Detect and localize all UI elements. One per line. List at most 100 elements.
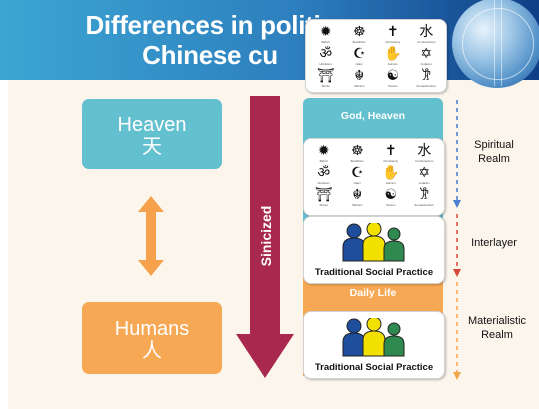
religion-symbol-icon: ॐ bbox=[319, 46, 333, 62]
religion-symbol-cell: ☬Sikhism bbox=[341, 187, 375, 209]
religion-symbol-cell: ☸Buddhism bbox=[341, 143, 375, 165]
spiritual-realm-label: Spiritual Realm bbox=[464, 138, 524, 166]
interlayer-label: Interlayer bbox=[462, 236, 526, 250]
materialistic-realm-label: Materialistic Realm bbox=[460, 314, 534, 342]
religion-symbol-cell: ✝Christianity bbox=[374, 143, 408, 165]
heaven-chinese: 天 bbox=[142, 136, 162, 158]
religion-symbol-icon: ✡ bbox=[420, 46, 433, 62]
religion-symbol-icon: ⛩ bbox=[314, 187, 333, 203]
religion-symbol-cell: ☯Taoism bbox=[374, 187, 408, 209]
tsp-label-2: Traditional Social Practice bbox=[314, 362, 434, 373]
religion-symbol-icon: ✹ bbox=[319, 24, 332, 40]
religion-symbol-label: Buddhism bbox=[350, 159, 364, 163]
religion-symbol-cell: ✹Baha'i bbox=[309, 24, 343, 46]
religion-symbol-label: Sikhism bbox=[351, 203, 363, 207]
interlayer-dashed-arrow bbox=[453, 214, 461, 277]
religion-symbol-label: Confucianism bbox=[417, 40, 436, 44]
religion-symbol-label: Hinduism bbox=[317, 181, 330, 185]
religion-symbol-cell: ⛩Shinto bbox=[309, 68, 343, 90]
religion-symbol-label: Jainism bbox=[387, 62, 398, 66]
religion-symbol-label: Hinduism bbox=[319, 62, 332, 66]
people-icon bbox=[342, 223, 405, 262]
religion-symbol-icon: 𐦂 bbox=[419, 187, 430, 203]
religion-symbol-label: Judaism bbox=[420, 62, 432, 66]
religion-symbol-label: Jainism bbox=[385, 181, 396, 185]
religion-symbol-icon: ✋ bbox=[384, 46, 402, 62]
religion-symbol-cell: ✋Jainism bbox=[374, 165, 408, 187]
slide-title-line2: Chinese cu bbox=[142, 40, 278, 70]
double-arrow-icon bbox=[138, 196, 164, 276]
religion-symbol-label: Taoism bbox=[385, 203, 396, 207]
religion-symbol-cell: ☸Buddhism bbox=[343, 24, 377, 46]
religion-symbol-icon: ✹ bbox=[317, 143, 330, 159]
religion-symbol-icon: 𐦂 bbox=[421, 68, 432, 84]
religion-symbol-icon: ✝ bbox=[384, 143, 397, 159]
religion-symbol-cell: ✡Judaism bbox=[408, 165, 442, 187]
religion-symbol-label: Christianity bbox=[383, 159, 399, 163]
religion-symbol-label: Sikhism bbox=[353, 84, 365, 88]
header-bar: Differences in politic Chinese cu bbox=[0, 0, 539, 88]
daily-life-label: Daily Life bbox=[349, 287, 397, 299]
religion-symbol-label: Shinto bbox=[319, 203, 328, 207]
religion-symbol-icon: ☸ bbox=[352, 24, 366, 40]
religion-symbol-icon: 水 bbox=[417, 143, 432, 159]
heaven-box: Heaven 天 bbox=[82, 99, 222, 169]
religion-symbol-cell: ☪Islam bbox=[343, 46, 377, 68]
religion-symbol-icon: ☪ bbox=[352, 46, 366, 62]
slide-title: Differences in politic Chinese cu bbox=[0, 10, 420, 70]
religion-symbol-label: Confucianism bbox=[415, 159, 434, 163]
materialistic-realm-text: Materialistic Realm bbox=[467, 315, 527, 341]
religion-symbol-icon: ☬ bbox=[354, 68, 365, 84]
left-margin bbox=[0, 80, 8, 409]
religion-symbol-icon: ✝ bbox=[386, 24, 399, 40]
religion-symbol-icon: ✡ bbox=[418, 165, 431, 181]
religion-symbol-icon: ☪ bbox=[350, 165, 364, 181]
religion-symbol-icon: ☸ bbox=[350, 143, 364, 159]
religion-symbol-label: Zoroastrianism bbox=[414, 203, 435, 207]
religion-symbol-label: Judaism bbox=[418, 181, 430, 185]
religion-symbol-label: Islam bbox=[353, 181, 361, 185]
humans-label: Humans bbox=[114, 318, 190, 340]
spiritual-dashed-arrow bbox=[453, 100, 461, 208]
people-icon bbox=[342, 318, 405, 357]
tsp-label-1: Traditional Social Practice bbox=[314, 267, 434, 278]
religion-symbol-icon: ☯ bbox=[384, 187, 398, 203]
globe-icon bbox=[452, 0, 539, 88]
sinicized-arrow bbox=[236, 96, 294, 378]
materialistic-dashed-arrow bbox=[453, 282, 461, 380]
religion-symbol-cell: ✹Baha'i bbox=[307, 143, 341, 165]
religion-symbol-icon: ✋ bbox=[382, 165, 400, 181]
religion-symbol-cell: ☪Islam bbox=[341, 165, 375, 187]
tsp-card-materialistic: Traditional Social Practice bbox=[303, 311, 445, 379]
religion-symbol-cell: ⛩Shinto bbox=[307, 187, 341, 209]
religion-symbol-cell: ✋Jainism bbox=[376, 46, 410, 68]
religion-symbol-label: Baha'i bbox=[319, 159, 328, 163]
religion-symbol-cell: ✡Judaism bbox=[410, 46, 444, 68]
heaven-label: Heaven bbox=[117, 114, 187, 136]
religion-symbol-label: Shinto bbox=[321, 84, 330, 88]
religion-symbol-label: Islam bbox=[355, 62, 363, 66]
religion-symbol-icon: ☯ bbox=[386, 68, 400, 84]
religion-symbol-label: Christianity bbox=[385, 40, 401, 44]
religion-symbol-label: Buddhism bbox=[352, 40, 366, 44]
religion-symbol-cell: ☯Taoism bbox=[376, 68, 410, 90]
religion-symbol-cell: ☬Sikhism bbox=[343, 68, 377, 90]
humans-chinese: 人 bbox=[142, 340, 162, 362]
humans-box: Humans 人 bbox=[82, 302, 222, 374]
religion-symbol-label: Baha'i bbox=[321, 40, 330, 44]
spiritual-realm-text: Spiritual Realm bbox=[474, 139, 514, 165]
religion-symbol-label: Taoism bbox=[387, 84, 398, 88]
tsp-card-interlayer: Traditional Social Practice bbox=[303, 216, 445, 284]
religion-symbol-icon: 水 bbox=[419, 24, 434, 40]
slide-title-line1: Differences in politic bbox=[85, 10, 335, 40]
sinicized-label: Sinicized bbox=[258, 205, 274, 267]
